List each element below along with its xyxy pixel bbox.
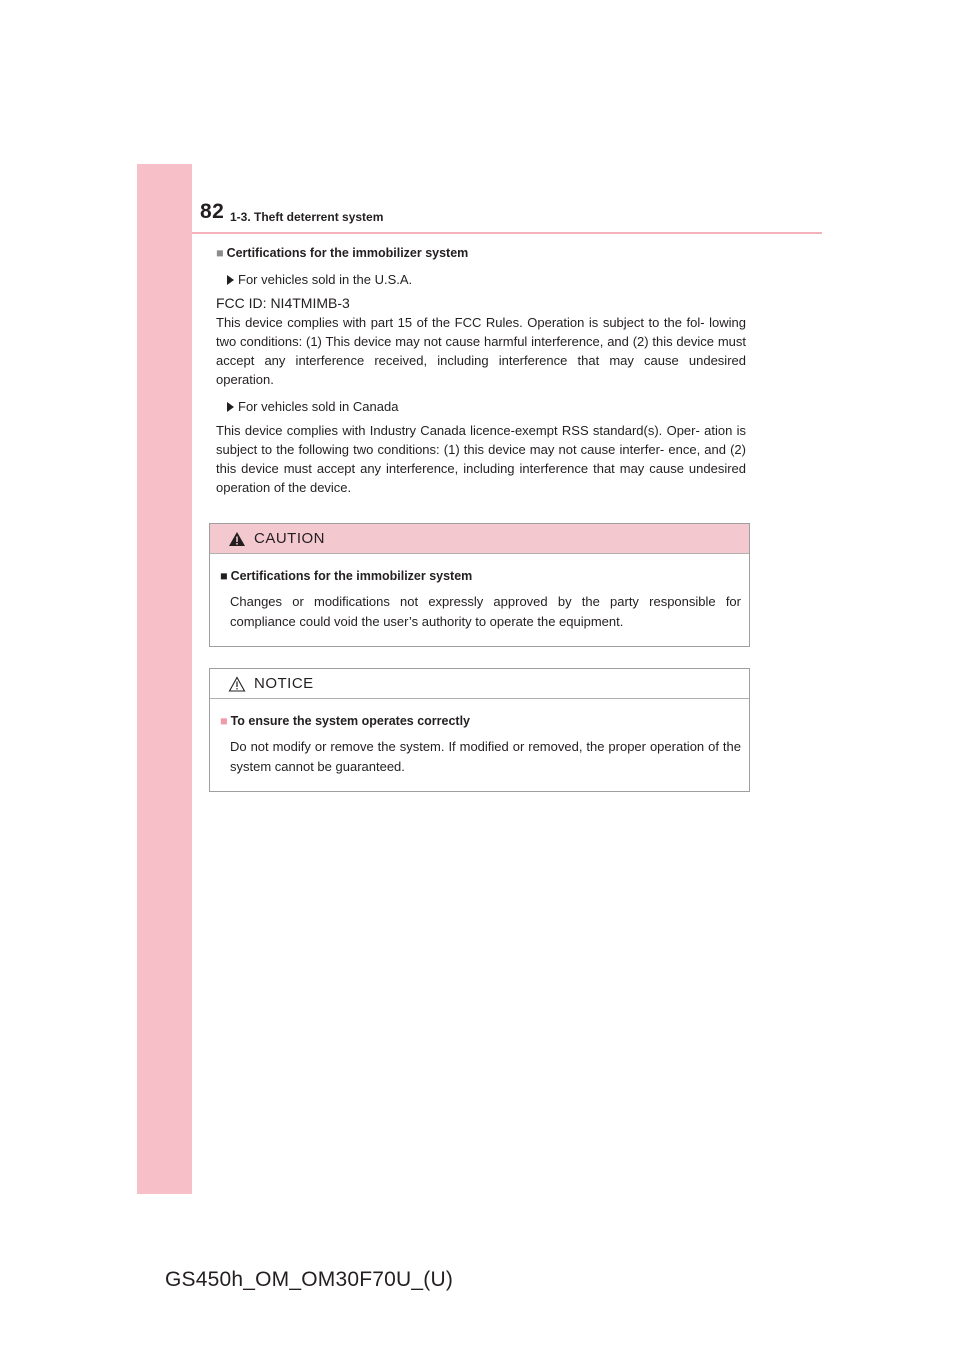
arrow-right-icon bbox=[227, 275, 234, 285]
usa-subheading: For vehicles sold in the U.S.A. bbox=[216, 270, 746, 289]
notice-body: ■To ensure the system operates correctly… bbox=[210, 699, 749, 791]
section-marker-icon: ■ bbox=[220, 714, 228, 728]
canada-paragraph: This device complies with Industry Canad… bbox=[216, 423, 746, 495]
notice-heading-text: To ensure the system operates correctly bbox=[230, 714, 471, 728]
notice-title: NOTICE bbox=[254, 675, 314, 692]
notice-header: NOTICE bbox=[210, 669, 749, 699]
caution-header: CAUTION bbox=[210, 524, 749, 554]
canada-label: For vehicles sold in Canada bbox=[238, 399, 399, 414]
arrow-right-icon bbox=[227, 402, 234, 412]
caution-box: CAUTION ■Certifications for the immobili… bbox=[209, 523, 750, 647]
usa-paragraph: This device complies with part 15 of the… bbox=[216, 315, 746, 387]
fcc-id: FCC ID: NI4TMIMB-3 bbox=[216, 295, 350, 311]
notice-text: Do not modify or remove the system. If m… bbox=[230, 739, 741, 774]
chapter-side-band bbox=[137, 164, 192, 1194]
caution-title: CAUTION bbox=[254, 530, 325, 547]
notice-heading: ■To ensure the system operates correctly bbox=[220, 711, 741, 731]
certifications-heading: ■Certifications for the immobilizer syst… bbox=[216, 244, 746, 263]
caution-body: ■Certifications for the immobilizer syst… bbox=[210, 554, 749, 646]
header-rule bbox=[192, 232, 822, 234]
warning-triangle-outline-icon bbox=[228, 675, 246, 692]
section-marker-icon: ■ bbox=[216, 246, 224, 260]
caution-heading-text: Certifications for the immobilizer syste… bbox=[230, 569, 473, 583]
caution-heading: ■Certifications for the immobilizer syst… bbox=[220, 566, 741, 586]
notice-box: NOTICE ■To ensure the system operates co… bbox=[209, 668, 750, 792]
warning-triangle-filled-icon bbox=[229, 531, 245, 546]
section-title: 1-3. Theft deterrent system bbox=[230, 210, 384, 224]
certifications-heading-text: Certifications for the immobilizer syste… bbox=[226, 246, 469, 260]
section-marker-icon: ■ bbox=[220, 569, 228, 583]
canada-subheading: For vehicles sold in Canada bbox=[216, 397, 746, 416]
usa-label: For vehicles sold in the U.S.A. bbox=[238, 272, 413, 287]
main-content: ■Certifications for the immobilizer syst… bbox=[216, 244, 746, 505]
page-number: 82 bbox=[200, 200, 225, 223]
caution-text: Changes or modifications not expressly a… bbox=[230, 594, 741, 629]
footer-model-code: GS450h_OM_OM30F70U_(U) bbox=[165, 1268, 454, 1291]
